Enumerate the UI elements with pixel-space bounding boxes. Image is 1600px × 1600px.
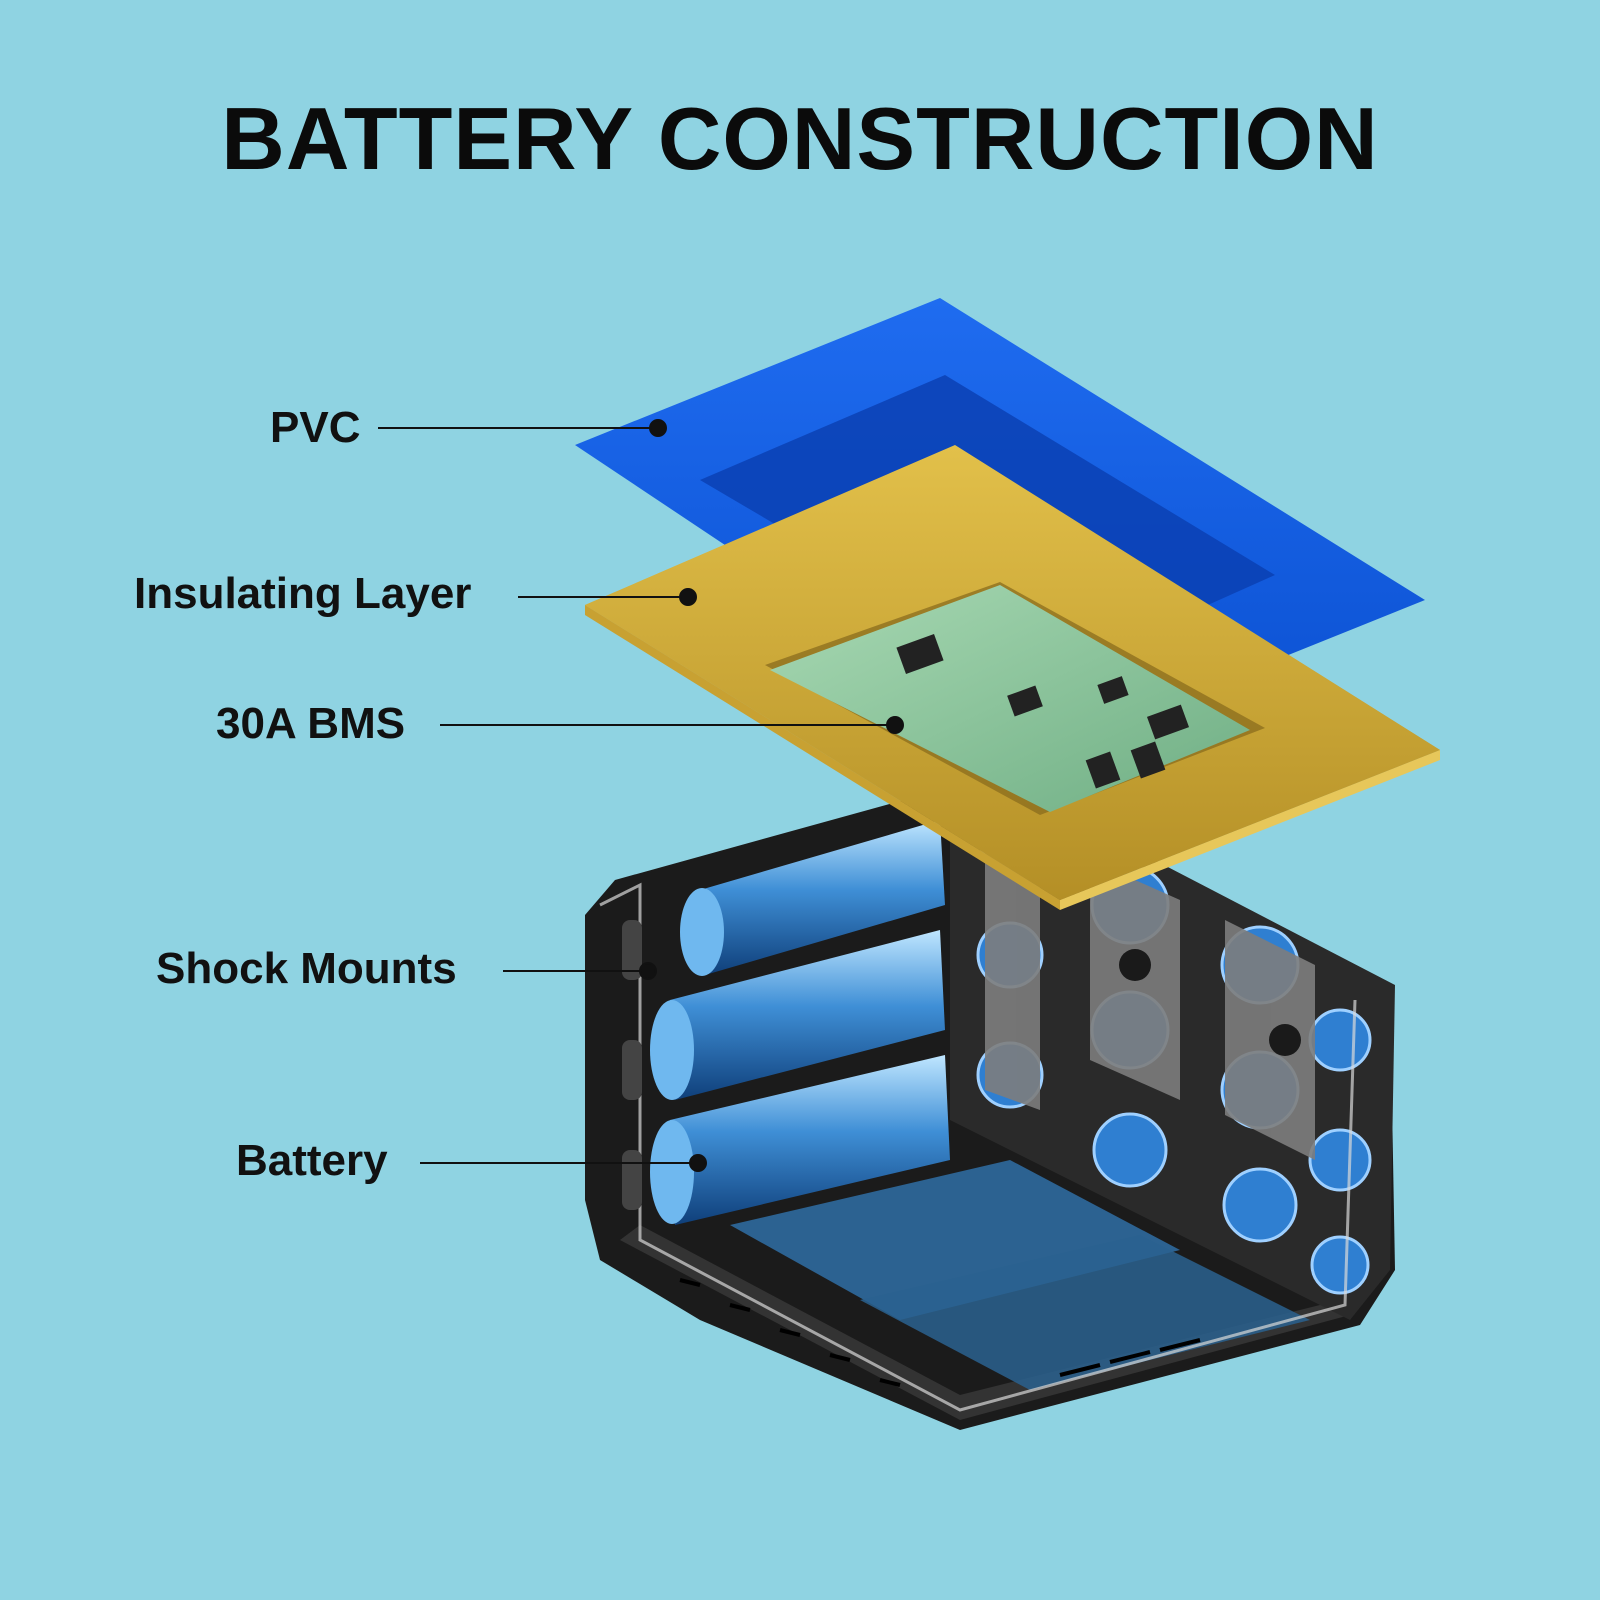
shock-mount-pads [622,920,642,1210]
leader-dot-battery [689,1154,707,1172]
page-title: BATTERY CONSTRUCTION [221,89,1379,188]
cell-row-bottom [650,1055,950,1225]
label-insulating-layer: Insulating Layer [134,569,472,618]
leader-dot-bms [886,716,904,734]
leader-dot-insulating-layer [679,588,697,606]
label-pvc: PVC [270,403,361,452]
cell-row-middle [650,930,945,1100]
cell-rows-lower [730,1160,1310,1390]
housing-vents [679,1278,1201,1387]
cell-row-top [680,820,945,976]
leader-dot-pvc [649,419,667,437]
label-bms: 30A BMS [216,699,406,748]
label-battery: Battery [236,1136,388,1185]
insulating-layer-front [585,445,1440,900]
callout-leaders [378,419,904,1172]
shock-mount-frame [599,882,1357,1412]
battery-cells [650,820,1310,1390]
leader-dot-shock-mounts [639,962,657,980]
label-shock-mounts: Shock Mounts [156,944,457,993]
